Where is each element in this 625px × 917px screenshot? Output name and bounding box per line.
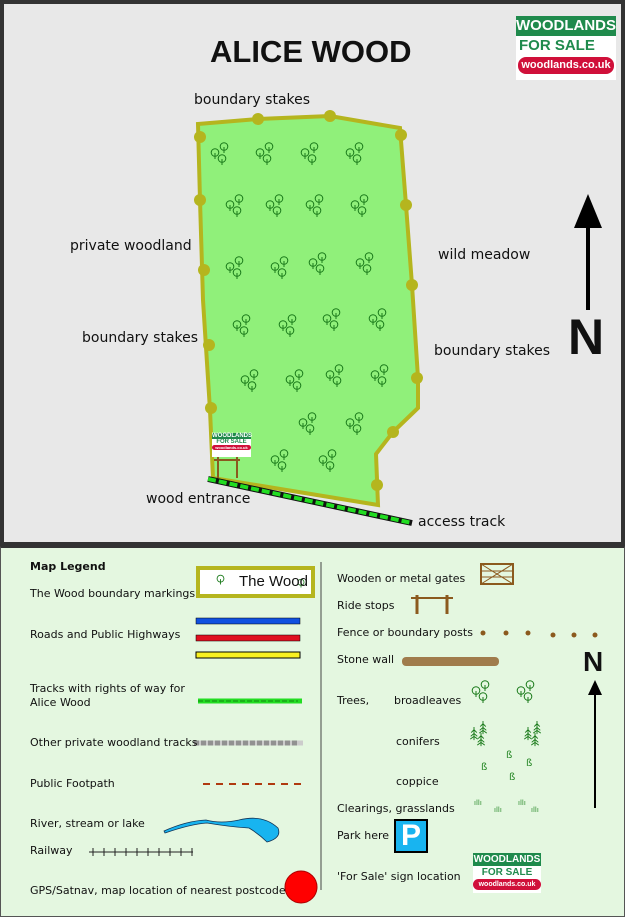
grassland-icon: ıllı bbox=[494, 806, 502, 814]
boundary-stake-marker bbox=[194, 131, 206, 143]
legend-river: River, stream or lake bbox=[30, 817, 145, 830]
legend-postcode: GPS/Satnav, map location of nearest post… bbox=[30, 884, 286, 897]
access-track-dash bbox=[207, 477, 413, 525]
wood-sample-label: The Wood bbox=[239, 573, 308, 590]
coppice-icon: ß bbox=[526, 758, 532, 769]
park-icon bbox=[394, 819, 428, 853]
conifer-tree-icon bbox=[530, 732, 540, 747]
woodlands-for-sale-logo[interactable]: WOODLANDS FOR SALE woodlands.co.uk bbox=[516, 16, 616, 80]
map-title: ALICE WOOD bbox=[210, 34, 412, 69]
boundary-stake-marker bbox=[194, 194, 206, 206]
railway-icon bbox=[89, 848, 193, 856]
legend-broadleaves: broadleaves bbox=[394, 694, 462, 707]
broadleaf-tree-icon bbox=[516, 686, 526, 698]
legend-stone-wall: Stone wall bbox=[337, 653, 395, 666]
legend-wood-boundary: The Wood boundary markings bbox=[30, 587, 196, 600]
boundary-stake-marker bbox=[252, 113, 264, 125]
wood-boundary[interactable] bbox=[195, 113, 420, 508]
river-lake-icon bbox=[163, 817, 280, 843]
road-red-line bbox=[195, 634, 301, 642]
legend-private-tracks: Other private woodland tracks bbox=[30, 736, 198, 749]
fence-post-dot bbox=[592, 632, 598, 638]
legend-roads: Roads and Public Highways bbox=[30, 628, 181, 641]
coppice-icon: ß bbox=[481, 762, 487, 773]
boundary-stake-marker bbox=[411, 372, 423, 384]
label-boundary-stakes-right: boundary stakes bbox=[434, 343, 551, 359]
label-private-woodland: private woodland bbox=[70, 238, 192, 254]
fence-post-dot bbox=[571, 632, 577, 638]
boundary-stake-marker bbox=[324, 110, 336, 122]
conifer-tree-icon bbox=[478, 720, 488, 735]
conifer-tree-icon bbox=[532, 720, 542, 735]
boundary-stake-marker bbox=[198, 264, 210, 276]
road-blue-line bbox=[195, 617, 301, 625]
label-boundary-stakes-top: boundary stakes bbox=[194, 92, 311, 108]
north-arrow-icon bbox=[574, 194, 602, 310]
legend-fence-posts: Fence or boundary posts bbox=[337, 626, 473, 639]
wood-boundary-sample bbox=[196, 566, 315, 598]
map-area: ALICE WOOD WOODLANDS FOR SALE woodlands.… bbox=[0, 0, 625, 546]
ride-stop-legend-icon bbox=[411, 595, 453, 614]
grassland-icon: ıllı bbox=[531, 806, 539, 814]
north-arrow-legend-icon bbox=[588, 680, 602, 808]
legend-gates: Wooden or metal gates bbox=[337, 572, 466, 585]
map-canvas bbox=[0, 0, 625, 546]
park-symbol: P bbox=[401, 819, 422, 852]
gate-icon bbox=[480, 563, 514, 585]
broadleaf-tree-icon bbox=[523, 692, 533, 704]
legend-clearings: Clearings, grasslands bbox=[337, 802, 455, 815]
broadleaf-tree-icon bbox=[525, 680, 535, 692]
legend-footpath: Public Footpath bbox=[30, 777, 115, 790]
legend-ride-stops: Ride stops bbox=[337, 599, 395, 612]
label-wood-entrance: wood entrance bbox=[146, 491, 251, 507]
legend-coppice: coppice bbox=[396, 775, 439, 788]
fence-post-dot bbox=[525, 630, 531, 636]
road-yellow-line bbox=[195, 651, 301, 659]
for-sale-legend-logo: WOODLANDS FOR SALE woodlands.co.uk bbox=[473, 853, 541, 893]
fence-post-dot bbox=[480, 630, 486, 636]
conifer-tree-icon bbox=[476, 732, 486, 747]
legend-conifers: conifers bbox=[396, 735, 440, 748]
legend-for-sale-sign: 'For Sale' sign location bbox=[337, 870, 461, 883]
postcode-location-icon bbox=[284, 870, 318, 904]
boundary-stake-marker bbox=[406, 279, 418, 291]
label-wild-meadow: wild meadow bbox=[438, 247, 531, 263]
broadleaf-tree-icon bbox=[478, 692, 488, 704]
legend-park-here: Park here bbox=[337, 829, 390, 842]
boundary-stake-marker bbox=[205, 402, 217, 414]
conifer-tree-icon bbox=[523, 726, 533, 741]
coppice-icon: ß bbox=[509, 772, 515, 783]
legend-north-label: N bbox=[583, 646, 604, 677]
conifer-tree-icon bbox=[469, 726, 479, 741]
north-label: N bbox=[568, 309, 605, 365]
boundary-stake-marker bbox=[387, 426, 399, 438]
grassland-icon: ıllı bbox=[518, 799, 526, 807]
stone-wall-icon bbox=[402, 657, 499, 666]
legend-tracks: Tracks with rights of way for Alice Wood bbox=[30, 682, 185, 709]
broadleaf-tree-icon bbox=[471, 686, 481, 698]
broadleaf-tree-icon bbox=[480, 680, 490, 692]
fence-posts-icon bbox=[480, 630, 598, 638]
label-access-track: access track bbox=[418, 514, 506, 530]
boundary-stakes bbox=[194, 110, 423, 491]
boundary-stake-marker bbox=[395, 129, 407, 141]
boundary-stake-marker bbox=[203, 339, 215, 351]
fence-post-dot bbox=[503, 630, 509, 636]
grassland-icon: ıllı bbox=[474, 799, 482, 807]
legend-title: Map Legend bbox=[30, 560, 106, 573]
label-boundary-stakes-left: boundary stakes bbox=[82, 330, 199, 346]
legend-railway: Railway bbox=[30, 844, 73, 857]
boundary-stake-marker bbox=[371, 479, 383, 491]
for-sale-sign-icon: WOODLANDS FOR SALE woodlands.co.uk bbox=[212, 433, 252, 457]
fence-post-dot bbox=[550, 632, 556, 638]
ride-stop-icon bbox=[214, 456, 240, 478]
coppice-icon: ß bbox=[506, 750, 512, 761]
boundary-stake-marker bbox=[400, 199, 412, 211]
legend-trees: Trees, bbox=[337, 694, 370, 707]
